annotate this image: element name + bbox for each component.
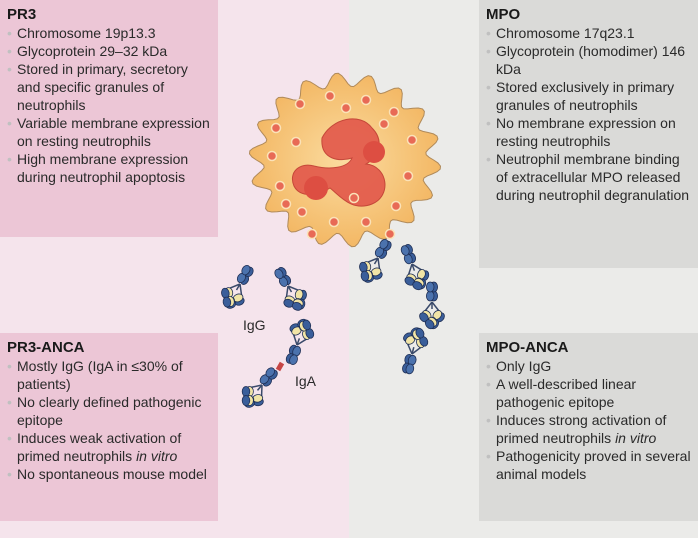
list-item: A well-described linear pathogenic epito… — [486, 375, 692, 411]
pr3-anca-title: PR3-ANCA — [7, 339, 85, 356]
igg-antibody — [212, 258, 264, 317]
granule — [270, 122, 282, 134]
granule — [378, 118, 390, 130]
granule — [324, 90, 336, 102]
mpo-anca-title: MPO-ANCA — [486, 339, 569, 356]
igg-label: IgG — [243, 317, 266, 333]
iga-j-chain — [275, 361, 285, 372]
mpo-title: MPO — [486, 6, 521, 23]
granule — [296, 206, 308, 218]
list-item: Glycoprotein 29–32 kDa — [7, 42, 212, 60]
granule — [290, 136, 302, 148]
activation-text: Induces strong activation of primed neut… — [496, 412, 667, 446]
antibody-group-right — [350, 232, 447, 378]
granule — [388, 106, 400, 118]
granule — [274, 180, 286, 192]
in-vitro-text: in vitro — [136, 448, 178, 464]
in-vitro-text: in vitro — [615, 430, 657, 446]
list-item: No membrane expression on resting neutro… — [486, 114, 692, 150]
granule — [406, 134, 418, 146]
list-item: Pathogenicity proved in several animal m… — [486, 447, 692, 483]
granule — [294, 98, 306, 110]
antibody-group-left — [212, 258, 321, 417]
iga-label: IgA — [295, 373, 317, 389]
nucleus-lobe — [304, 176, 328, 200]
list-item: Mostly IgG (IgA in ≤30% of patients) — [7, 357, 212, 393]
pr3-panel: PR3 Chromosome 19p13.3 Glycoprotein 29–3… — [0, 0, 218, 237]
list-item: Induces weak activation of primed neutro… — [7, 429, 212, 465]
list-item: Only IgG — [486, 357, 692, 375]
granule — [360, 216, 372, 228]
mpo-anca-antibody — [417, 281, 447, 332]
nucleus-lobe — [363, 141, 385, 163]
granules — [266, 90, 418, 240]
granule — [266, 150, 278, 162]
list-item: No spontaneous mouse model — [7, 465, 212, 483]
igg-antibody — [264, 260, 316, 319]
mpo-anca-panel: MPO-ANCA Only IgG A well-described linea… — [479, 333, 698, 521]
list-item: Glycoprotein (homodimer) 146 kDa — [486, 42, 692, 78]
granule — [390, 200, 402, 212]
pr3-anca-list: Mostly IgG (IgA in ≤30% of patients) No … — [7, 357, 212, 483]
granule — [340, 102, 352, 114]
granule — [306, 228, 318, 240]
mpo-panel: MPO Chromosome 17q23.1 Glycoprotein (hom… — [479, 0, 698, 268]
list-item: High membrane expression during neutroph… — [7, 150, 212, 186]
list-item: No clearly defined pathogenic epitope — [7, 393, 212, 429]
granule — [280, 198, 292, 210]
list-item: Variable membrane expression on resting … — [7, 114, 212, 150]
list-item: Induces strong activation of primed neut… — [486, 411, 692, 447]
list-item: Chromosome 17q23.1 — [486, 24, 692, 42]
granule — [402, 170, 414, 182]
iga-antibody — [276, 312, 321, 370]
list-item: Neutrophil membrane binding of extracell… — [486, 150, 692, 204]
granule — [348, 192, 360, 204]
pr3-anca-panel: PR3-ANCA Mostly IgG (IgA in ≤30% of pati… — [0, 333, 218, 521]
mpo-list: Chromosome 17q23.1 Glycoprotein (homodim… — [486, 24, 692, 204]
granule — [384, 228, 396, 240]
neutrophil-cell — [248, 72, 442, 248]
list-item: Stored exclusively in primary granules o… — [486, 78, 692, 114]
list-item: Chromosome 19p13.3 — [7, 24, 212, 42]
mpo-anca-list: Only IgG A well-described linear pathoge… — [486, 357, 692, 483]
pr3-list: Chromosome 19p13.3 Glycoprotein 29–32 kD… — [7, 24, 212, 186]
pr3-title: PR3 — [7, 6, 37, 23]
granule — [360, 94, 372, 106]
list-item: Stored in primary, secretory and specifi… — [7, 60, 212, 114]
activation-text: Induces weak activation of primed neutro… — [17, 430, 182, 464]
granule — [328, 216, 340, 228]
mpo-anca-antibody — [392, 322, 434, 378]
